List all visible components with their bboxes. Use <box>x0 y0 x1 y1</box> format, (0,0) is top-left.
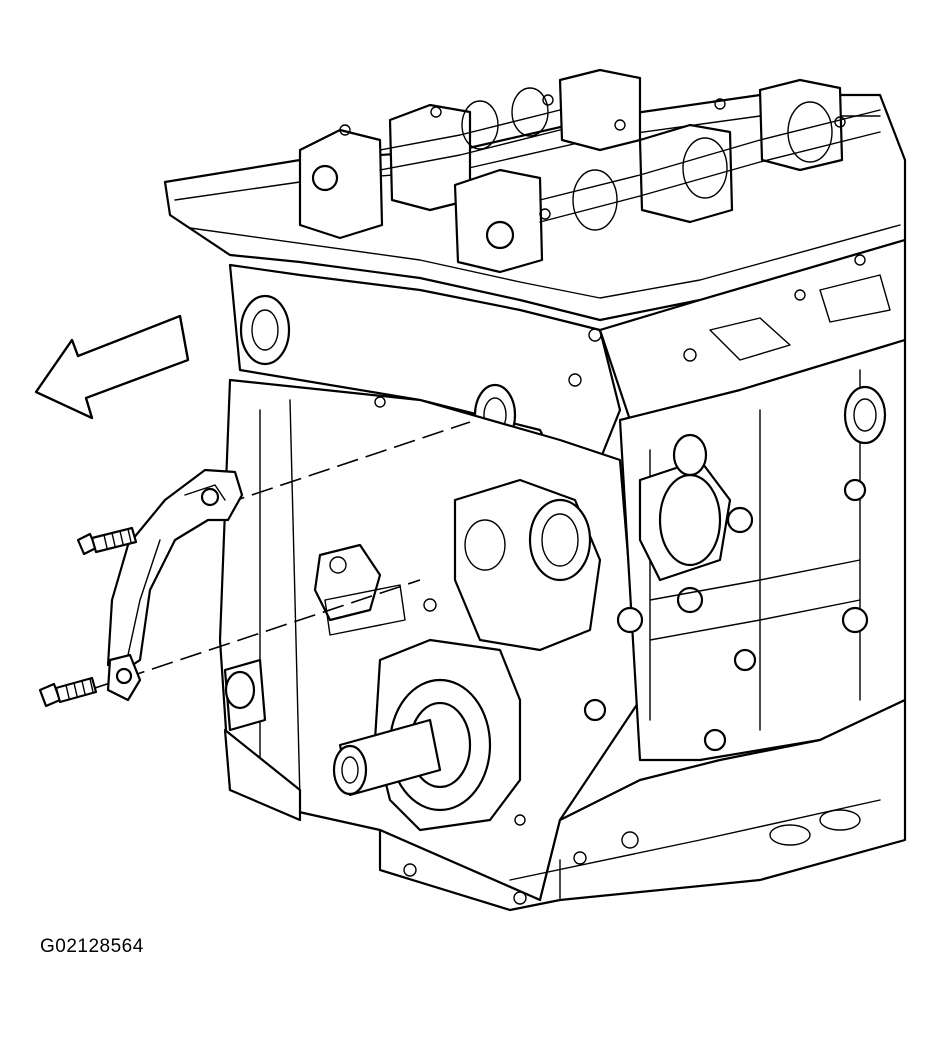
front-direction-arrow-icon <box>34 314 190 420</box>
bolt-icon <box>76 526 138 556</box>
camshaft-assembly <box>298 68 881 274</box>
bolt-icon <box>38 676 98 708</box>
figure-id-label: G02128564 <box>40 936 144 957</box>
engine-block-icon <box>163 68 907 912</box>
alignment-lines <box>94 421 471 689</box>
timing-chain-guide-icon <box>106 468 244 702</box>
